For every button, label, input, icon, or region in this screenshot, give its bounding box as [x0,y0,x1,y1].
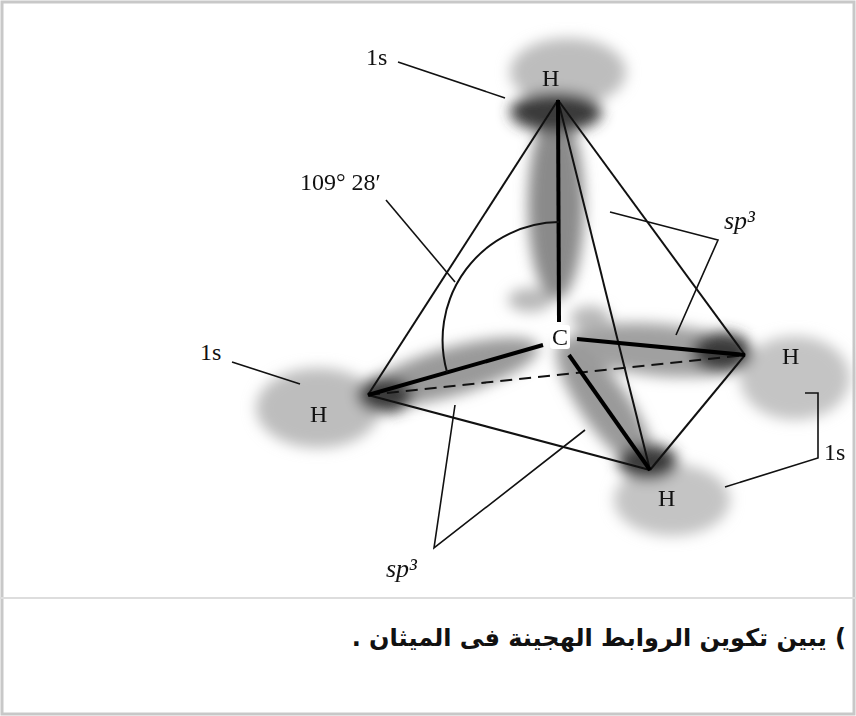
atom-label: H [542,66,559,90]
figure-caption: ) يبين تكوين الروابط الهجينة فى الميثان … [352,624,846,652]
atom-label: 1s [200,340,221,364]
leader-lines [232,62,818,548]
atom-label: 1s [824,440,845,464]
orbital-label: sp³ [386,556,417,582]
atom-label: C [550,325,570,349]
orbital-label: sp³ [724,208,755,234]
frame-line [0,597,856,599]
atom-label: H [782,344,799,368]
atom-label: 109° 28′ [300,170,381,194]
c-h-bonds [368,100,745,470]
atom-label: H [658,486,675,510]
atom-label: 1s [366,45,387,69]
angle-arc [443,222,559,372]
atom-label: H [310,402,327,426]
orbital-lobes [256,38,850,536]
tetrahedron [368,100,745,470]
